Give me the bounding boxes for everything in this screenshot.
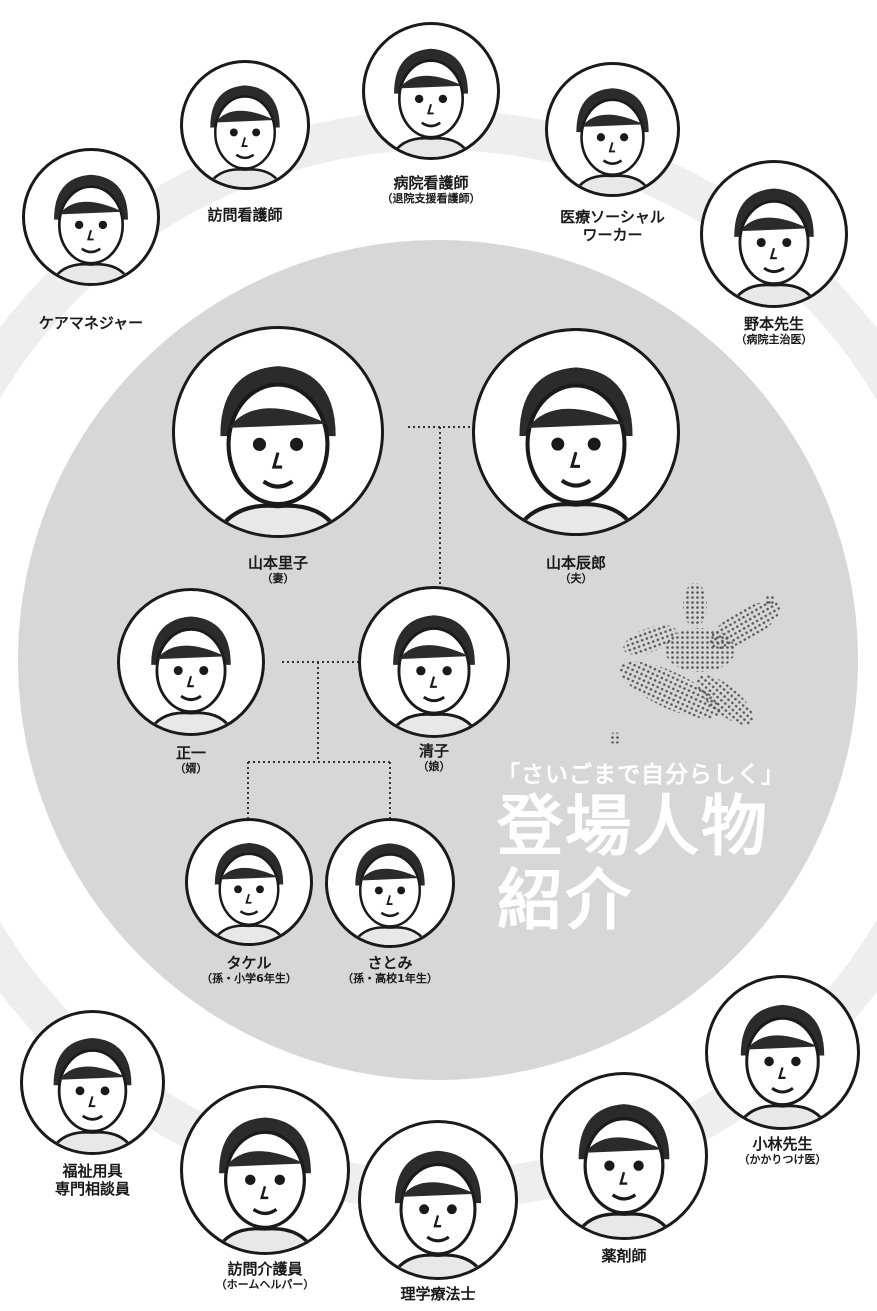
character-tatsuro: 山本辰郎（夫） — [472, 328, 680, 585]
face-sketch-icon — [147, 616, 235, 733]
dr-kobayashi-portrait — [705, 975, 860, 1130]
masakazu-portrait — [117, 588, 265, 736]
character-takeru: タケル（孫・小学6年生） — [185, 818, 313, 985]
character-kiyoko: 清子（娘） — [358, 586, 510, 773]
character-pharmacist: 薬剤師 — [540, 1072, 708, 1265]
pharmacist-name: 薬剤師 — [601, 1247, 647, 1265]
face-sketch-icon — [572, 88, 653, 194]
social-worker-name: 医療ソーシャル ワーカー — [560, 208, 665, 244]
hospital-nurse-name: 病院看護師 — [393, 174, 469, 192]
face-sketch-icon — [50, 174, 132, 283]
satoko-name: 山本里子 — [247, 554, 308, 572]
tatsuro-note: （夫） — [559, 572, 593, 585]
character-home-helper: 訪問介護員（ホームヘルパー） — [180, 1085, 350, 1291]
face-sketch-icon — [513, 367, 639, 533]
satomi-note: （孫・高校1年生） — [342, 972, 438, 985]
tatsuro-name: 山本辰郎 — [545, 554, 606, 572]
hospital-nurse-note: （退院支援看護師） — [381, 192, 481, 205]
face-sketch-icon — [390, 1150, 486, 1277]
care-manager-portrait — [22, 148, 160, 286]
face-sketch-icon — [49, 1038, 136, 1152]
kiyoko-name: 清子 — [418, 742, 449, 760]
hospital-nurse-portrait — [362, 22, 500, 160]
home-helper-portrait — [180, 1085, 350, 1255]
halftone-splash-decoration — [609, 583, 781, 744]
masakazu-note: （婿） — [174, 762, 208, 775]
satomi-name: さとみ — [367, 954, 413, 972]
physical-therapist-portrait — [358, 1120, 518, 1280]
takeru-portrait — [185, 818, 313, 946]
face-sketch-icon — [214, 1117, 316, 1252]
dr-kobayashi-name: 小林先生 — [752, 1135, 813, 1153]
face-sketch-icon — [730, 188, 818, 305]
takeru-name: タケル — [226, 954, 272, 972]
physical-therapist-name: 理学療法士 — [400, 1285, 476, 1303]
face-sketch-icon — [206, 85, 284, 187]
character-visiting-nurse: 訪問看護師 — [180, 60, 310, 224]
satoko-note: （妻） — [261, 572, 295, 585]
title-block: 「さいごまで自分らしく」 登場人物 紹介 — [497, 760, 837, 938]
character-hospital-nurse: 病院看護師（退院支援看護師） — [362, 22, 500, 205]
character-satomi: さとみ（孫・高校1年生） — [325, 818, 455, 985]
tatsuro-portrait — [472, 328, 680, 536]
visiting-nurse-portrait — [180, 60, 310, 190]
home-helper-note: （ホームヘルパー） — [215, 1278, 315, 1291]
character-social-worker: 医療ソーシャル ワーカー — [545, 62, 680, 244]
satoko-portrait — [172, 326, 384, 538]
masakazu-name: 正一 — [175, 744, 206, 762]
character-satoko: 山本里子（妻） — [172, 326, 384, 585]
face-sketch-icon — [390, 48, 472, 157]
face-sketch-icon — [214, 366, 342, 535]
welfare-consultant-portrait — [20, 1010, 165, 1155]
visiting-nurse-name: 訪問看護師 — [207, 206, 283, 224]
character-masakazu: 正一（婿） — [117, 588, 265, 775]
character-physical-therapist: 理学療法士 — [358, 1120, 518, 1303]
face-sketch-icon — [573, 1104, 675, 1237]
social-worker-portrait — [545, 62, 680, 197]
kiyoko-note: （娘） — [417, 760, 451, 773]
page-subtitle: 「さいごまで自分らしく」 — [497, 762, 785, 788]
face-sketch-icon — [351, 843, 429, 945]
page-title: 登場人物 紹介 — [497, 788, 769, 939]
home-helper-name: 訪問介護員 — [227, 1260, 303, 1278]
dr-nomoto-name: 野本先生 — [743, 315, 804, 333]
dr-nomoto-portrait — [700, 160, 848, 308]
character-care-manager: ケアマネジャー — [22, 148, 160, 332]
dr-nomoto-note: （病院主治医） — [735, 333, 813, 346]
satomi-portrait — [325, 818, 455, 948]
takeru-note: （孫・小学6年生） — [201, 972, 297, 985]
care-manager-name: ケアマネジャー — [38, 314, 144, 332]
kiyoko-portrait — [358, 586, 510, 738]
welfare-consultant-name: 福祉用具 専門相談員 — [54, 1162, 130, 1198]
face-sketch-icon — [211, 842, 287, 943]
character-dr-kobayashi: 小林先生（かかりつけ医） — [705, 975, 860, 1166]
face-sketch-icon — [736, 1004, 829, 1127]
face-sketch-icon — [388, 615, 480, 735]
dr-kobayashi-note: （かかりつけ医） — [738, 1153, 827, 1166]
character-welfare-consultant: 福祉用具 専門相談員 — [20, 1010, 165, 1198]
character-dr-nomoto: 野本先生（病院主治医） — [700, 160, 848, 346]
pharmacist-portrait — [540, 1072, 708, 1240]
